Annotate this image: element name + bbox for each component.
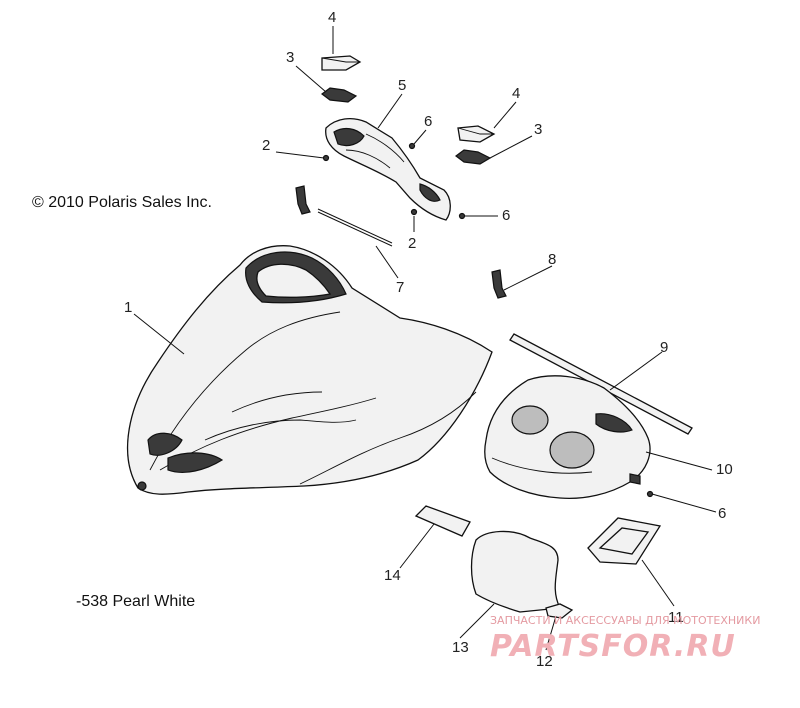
callout-14: 14 <box>384 567 401 584</box>
pad-part-right <box>457 125 496 143</box>
callout-3-upper: 3 <box>286 49 294 66</box>
leader-lines <box>133 26 717 651</box>
callout-2-left: 2 <box>262 137 270 154</box>
callout-10: 10 <box>716 461 733 478</box>
callout-4-right: 4 <box>512 85 520 102</box>
callout-4-upper: 4 <box>328 9 336 26</box>
console-housing-part <box>484 375 651 500</box>
pad-part-upper <box>321 55 362 71</box>
seal-strip-part-7-edge <box>317 208 393 244</box>
clip-part-12 <box>545 603 574 619</box>
callout-13: 13 <box>452 639 469 656</box>
clip-part-right <box>491 269 507 299</box>
callout-2-lower: 2 <box>408 235 416 252</box>
color-note-text: -538 Pearl White <box>76 593 195 610</box>
dash-panel-part <box>325 117 451 221</box>
callout-6-lower: 6 <box>718 505 726 522</box>
hood-part <box>126 245 493 495</box>
callout-3-right: 3 <box>534 121 542 138</box>
callout-5: 5 <box>398 77 406 94</box>
liner-sheet-part <box>470 530 562 613</box>
callout-12: 12 <box>536 653 553 670</box>
callout-11: 11 <box>668 609 684 626</box>
seal-strip-part-7 <box>317 211 393 247</box>
copyright-text: © 2010 Polaris Sales Inc. <box>32 194 212 211</box>
watermark-logo: PARTSFOR.RU <box>490 629 736 664</box>
callout-6-upper: 6 <box>424 113 432 130</box>
callout-9: 9 <box>660 339 668 356</box>
callout-8: 8 <box>548 251 556 268</box>
watermark: ЗАПЧАСТИ И АКСЕССУАРЫ ДЛЯ МОТОТЕХНИКИ PA… <box>490 614 760 664</box>
pad-part-14 <box>414 505 471 537</box>
bracket-part-right <box>455 149 492 165</box>
callout-7: 7 <box>396 279 404 296</box>
clip-part-left <box>295 185 311 215</box>
trim-strip-part <box>509 333 693 435</box>
callout-6-middle: 6 <box>502 207 510 224</box>
watermark-tagline: ЗАПЧАСТИ И АКСЕССУАРЫ ДЛЯ МОТОТЕХНИКИ <box>490 614 760 627</box>
callout-1: 1 <box>124 299 132 316</box>
callout-numbers: 4 3 5 6 2 4 3 6 2 7 8 1 9 10 6 11 14 13 … <box>124 9 733 670</box>
vent-frame-part <box>587 517 662 565</box>
bracket-part-upper <box>321 87 358 103</box>
